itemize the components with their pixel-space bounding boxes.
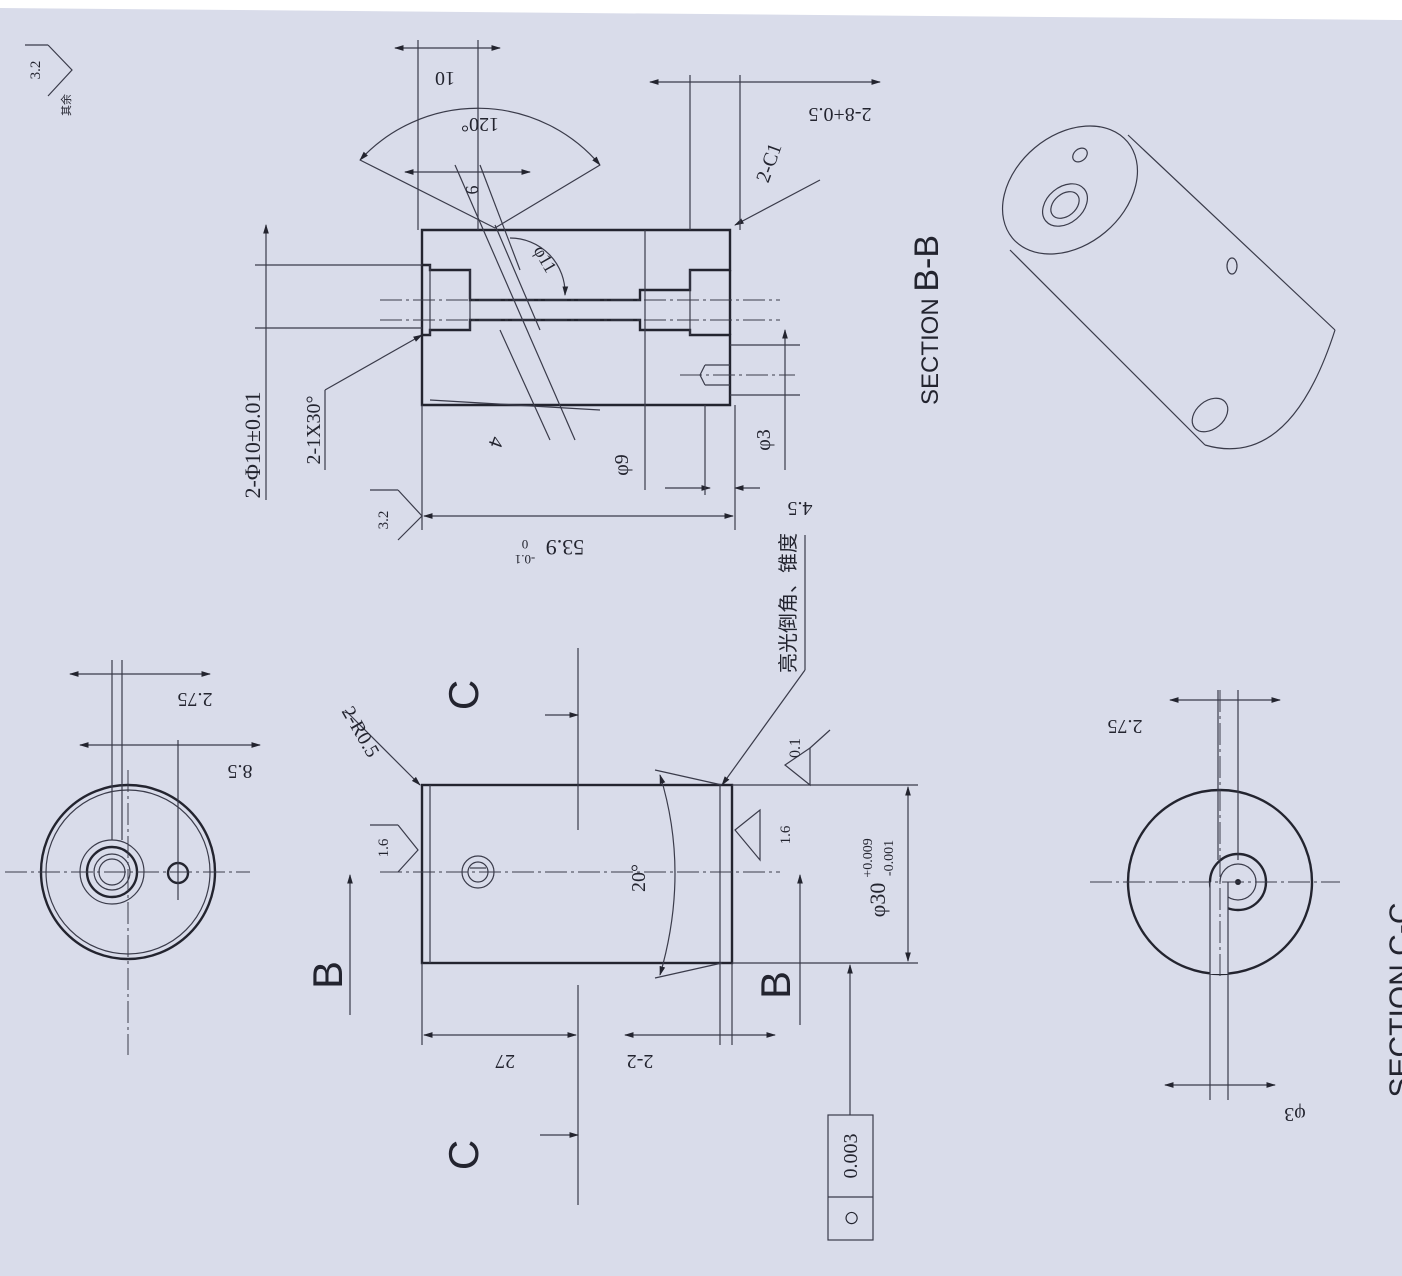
paper-edge — [0, 0, 1402, 20]
bb-roughness-3-2: 3.2 — [370, 489, 423, 541]
side-dim-r05: 2-R0.5 — [337, 703, 384, 762]
bb-dim-chamfer30: 2-1X30° — [303, 395, 325, 464]
side-roughness-right: 1.6 — [734, 808, 794, 862]
bb-dim-120: 120° — [461, 113, 499, 135]
bb-dim-slot: 2-8+0.5 — [809, 103, 872, 125]
bb-dim-bore-fit: 2-Φ10±0.01 — [240, 392, 265, 499]
side-body — [420, 783, 734, 965]
cut-c-top: C — [440, 680, 487, 710]
side-view: B B C C 27 2-2 20° 亮光倒角、锥度 2-R0.5 1 — [304, 533, 918, 1241]
bb-dim-length: 53.9 — [546, 535, 585, 560]
side-roughness-left: 1.6 — [370, 824, 419, 873]
isometric-view — [1001, 125, 1336, 450]
svg-text:1.6: 1.6 — [376, 838, 392, 857]
cut-c-bottom: C — [440, 1140, 487, 1170]
circularity-symbol: ○ — [836, 1210, 867, 1227]
circularity-value: 0.003 — [840, 1134, 862, 1179]
circularity-frame: ○ 0.003 — [827, 1114, 874, 1241]
side-dim-20deg: 20° — [628, 864, 650, 892]
svg-text:0.1: 0.1 — [787, 738, 804, 758]
side-dim-27: 27 — [495, 1050, 515, 1072]
svg-text:1.6: 1.6 — [778, 825, 794, 844]
section-cc-title: SECTION C-C — [1384, 903, 1402, 1098]
section-bb-view: 10 120° 6 φ11 2-Φ10±0.01 2-1X30° 4 φ9 φ3… — [240, 40, 946, 567]
cut-b-left: B — [304, 961, 351, 989]
side-tolerance-0-1: 0.1 — [783, 729, 831, 787]
bb-upper-wall — [420, 228, 732, 302]
bb-dim-10: 10 — [435, 67, 455, 89]
bb-dim-c1: 2-C1 — [752, 140, 786, 185]
bb-dim-length-tol-lower: -0.1 — [515, 552, 536, 567]
section-cc-view: 2.75 φ3 SECTION C-C — [1090, 690, 1402, 1125]
bb-dim-phi9: φ9 — [611, 454, 633, 476]
cc-dim-phi3: φ3 — [1284, 1103, 1306, 1125]
bb-dim-phi3: φ3 — [753, 429, 775, 451]
svg-text:3.2: 3.2 — [376, 511, 392, 530]
side-dim-dia30: φ30 — [865, 883, 890, 918]
side-dim-2-2: 2-2 — [627, 1050, 654, 1072]
bb-dim-length-tol-upper: 0 — [522, 537, 529, 552]
side-dim-dia-tol-lower: -0.001 — [882, 840, 897, 876]
bb-dim-phi11: φ11 — [530, 242, 561, 276]
general-roughness-value: 3.2 — [28, 61, 44, 80]
bb-dim-6: 6 — [462, 186, 482, 195]
end-view-dim-2-75: 2.75 — [178, 688, 213, 710]
end-view-dim-8-5: 8.5 — [228, 760, 253, 782]
bb-dim-4: 4 — [484, 434, 508, 451]
general-roughness-note: 其余 — [59, 94, 73, 116]
section-bb-title: SECTION B-B — [908, 235, 946, 405]
cut-b-right: B — [752, 971, 799, 999]
end-view: 2.75 8.5 — [5, 660, 261, 1055]
general-roughness-symbol: 3.2 其余 — [25, 44, 73, 116]
bb-dim-4-5: 4.5 — [788, 497, 813, 519]
cc-dim-2-75: 2.75 — [1108, 715, 1143, 737]
side-dim-dia-tol-upper: +0.009 — [861, 838, 876, 877]
bb-lower-wall — [420, 318, 732, 407]
side-note: 亮光倒角、锥度 — [777, 533, 800, 673]
